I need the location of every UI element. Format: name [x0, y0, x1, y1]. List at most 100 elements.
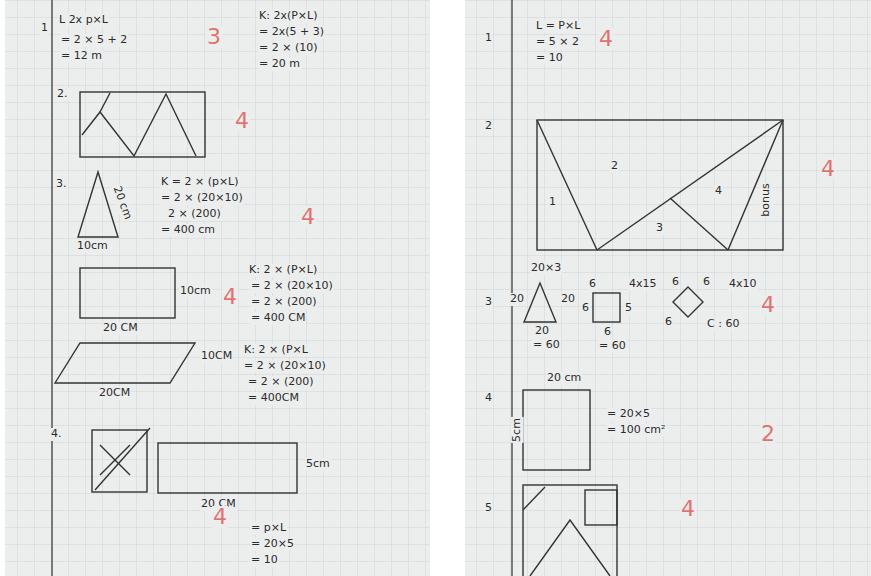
handwritten-text: = 400CM: [247, 392, 300, 405]
zigzag-lines: [100, 93, 110, 112]
grade-mark: 2: [760, 423, 776, 445]
handwritten-text: = 2 × (200): [247, 376, 315, 389]
cross-lines: [100, 445, 130, 475]
handwritten-text: = 10: [250, 554, 279, 567]
square-sketch: [593, 293, 620, 322]
handwritten-text: = p×L: [250, 522, 287, 535]
handwritten-text: 20CM: [98, 387, 131, 400]
handwritten-text: K = 2 × (p×L): [160, 176, 240, 189]
handwritten-text: 20: [534, 325, 550, 338]
handwritten-text: = 100 cm²: [606, 424, 666, 437]
handwritten-text: K: 2 × (P×L): [248, 264, 318, 277]
grade-mark: 4: [760, 294, 776, 316]
handwritten-text: bonus: [760, 182, 773, 217]
handwritten-text: 10cm: [76, 240, 109, 253]
corner-line: [523, 487, 545, 510]
rectangle-sketch: [523, 390, 590, 470]
handwritten-text: 5cm: [511, 417, 524, 443]
grade-mark: 4: [222, 286, 238, 308]
rhombus-sketch: [673, 287, 703, 317]
handwritten-text: = 12 m: [60, 50, 103, 63]
handwritten-text: 5cm: [305, 458, 331, 471]
handwritten-text: 3: [484, 296, 493, 309]
handwritten-text: 4x10: [728, 278, 758, 291]
parallelogram-sketch: [55, 343, 195, 383]
grade-mark: 4: [300, 206, 316, 228]
handwritten-text: = 5 × 2: [535, 36, 580, 49]
handwritten-text: 4: [484, 392, 493, 405]
grade-mark: 3: [206, 26, 222, 48]
handwritten-text: L = P×L: [535, 20, 581, 33]
handwritten-text: = 60: [598, 340, 627, 353]
handwritten-text: 4: [714, 185, 723, 198]
handwritten-text: 6: [603, 326, 612, 339]
handwritten-text: = 20 m: [258, 58, 301, 71]
handwritten-text: = 2 × (20×10): [160, 192, 244, 205]
handwritten-text: 6: [702, 276, 711, 289]
rectangle-sketch: [80, 268, 175, 318]
handwritten-text: 1: [40, 22, 49, 35]
handwritten-text: 6: [671, 276, 680, 289]
handwritten-text: 2: [610, 160, 619, 173]
rectangle-sketch: [80, 92, 205, 157]
square-sketch: [585, 490, 617, 525]
handwritten-text: L 2x p×L: [58, 14, 109, 27]
handwritten-text: 10CM: [200, 350, 233, 363]
handwritten-text: 2.: [56, 88, 69, 101]
handwritten-text: = 2 × (200): [250, 296, 318, 309]
handwritten-text: 3: [655, 222, 664, 235]
handwritten-text: 20 cm: [546, 372, 582, 385]
diagonal-line: [95, 428, 150, 490]
handwritten-text: K: 2x(P×L): [258, 10, 319, 23]
right-page: [465, 0, 871, 576]
division-line: [728, 120, 783, 250]
division-line: [670, 198, 728, 250]
handwritten-text: 2: [484, 120, 493, 133]
handwritten-text: 5: [624, 302, 633, 315]
handwritten-text: = 400 cm: [160, 224, 216, 237]
grade-mark: 4: [212, 506, 228, 528]
handwritten-text: = 60: [532, 339, 561, 352]
grid-lines: [465, 0, 871, 576]
division-line: [597, 120, 783, 250]
rectangle-sketch: [537, 120, 783, 250]
handwritten-text: = 20×5: [606, 408, 651, 421]
handwritten-text: 1: [484, 32, 493, 45]
rectangle-sketch: [158, 443, 297, 493]
handwritten-text: = 2x(5 + 3): [258, 26, 325, 39]
handwritten-text: 4x15: [628, 278, 658, 291]
grid-lines: [5, 0, 430, 576]
handwritten-text: = 2 × (20×10): [243, 360, 327, 373]
margin-line: [51, 0, 53, 576]
cross-lines: [100, 445, 130, 475]
rectangle-sketch: [523, 485, 617, 576]
grade-mark: 4: [820, 158, 836, 180]
handwritten-text: 6: [581, 302, 590, 315]
margin-line: [511, 0, 513, 576]
handwritten-text: K: 2 × (P×L: [243, 344, 309, 357]
handwritten-text: C : 60: [706, 318, 740, 331]
handwritten-text: = 2 × (10): [258, 42, 319, 55]
division-line: [537, 120, 597, 250]
handwritten-text: = 20×5: [250, 538, 295, 551]
handwritten-text: = 2 × (20×10): [250, 280, 334, 293]
triangle-sketch: [530, 520, 610, 576]
handwritten-text: 6: [664, 316, 673, 329]
handwritten-text: = 2 × 5 + 2: [60, 34, 128, 47]
handwritten-text: = 10: [535, 52, 564, 65]
handwritten-text: 20: [560, 293, 576, 306]
handwritten-text: 2 × (200): [167, 208, 222, 221]
handwritten-text: 20 CM: [102, 322, 139, 335]
square-sketch: [92, 430, 147, 492]
grade-mark: 4: [680, 498, 696, 520]
triangle-sketch: [78, 172, 118, 237]
handwritten-text: 1: [548, 196, 557, 209]
left-page: [5, 0, 430, 576]
handwritten-text: 20×3: [530, 262, 562, 275]
handwritten-text: 5: [484, 502, 493, 515]
handwritten-text: 6: [588, 278, 597, 291]
grade-mark: 4: [234, 110, 250, 132]
handwritten-text: 20: [509, 293, 525, 306]
triangle-sketch: [524, 283, 556, 322]
